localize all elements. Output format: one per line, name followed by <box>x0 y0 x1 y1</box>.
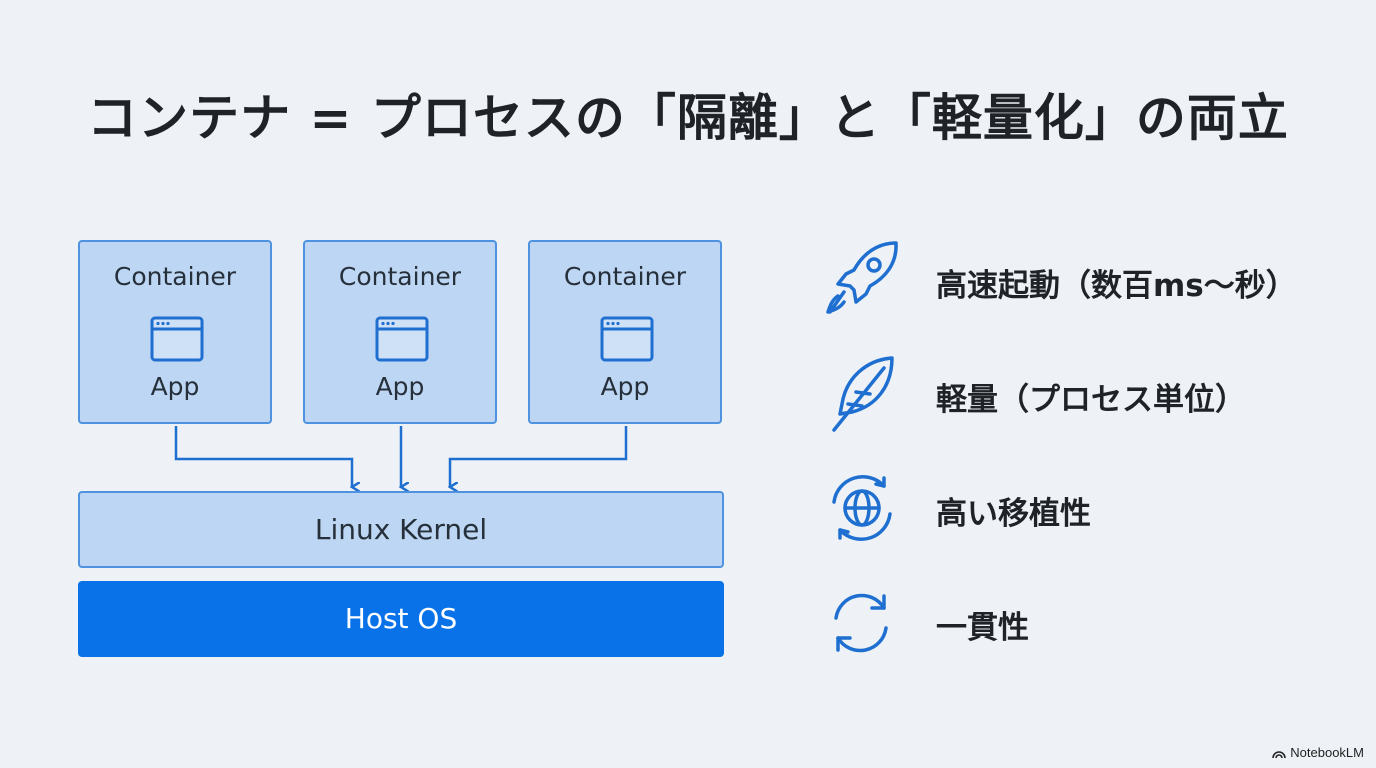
container-box-1: Container App <box>78 240 272 424</box>
app-window-icon <box>150 316 204 362</box>
feature-portability: 高い移植性 <box>936 496 1091 532</box>
arrow-left <box>174 426 352 487</box>
globe-sync-icon <box>832 475 892 541</box>
watermark: NotebookLM <box>1272 745 1364 760</box>
linux-kernel-layer: Linux Kernel <box>78 491 724 568</box>
notebooklm-logo-icon <box>1272 750 1287 758</box>
app-window-icon <box>375 316 429 362</box>
feature-fast-startup: 高速起動（数百ms〜秒） <box>936 268 1297 304</box>
container-label: Container <box>563 262 687 291</box>
container-label: Container <box>338 262 462 291</box>
container-label: Container <box>113 262 237 291</box>
watermark-text: NotebookLM <box>1290 745 1364 760</box>
feature-lightweight: 軽量（プロセス単位） <box>936 382 1246 418</box>
app-label: App <box>150 372 200 401</box>
rocket-icon <box>826 241 898 314</box>
arrow-right <box>450 426 628 487</box>
feature-consistency: 一貫性 <box>936 610 1029 646</box>
app-window-icon <box>600 316 654 362</box>
feather-icon <box>832 356 894 432</box>
container-box-2: Container App <box>303 240 497 424</box>
refresh-icon <box>834 593 888 653</box>
app-label: App <box>375 372 425 401</box>
container-box-3: Container App <box>528 240 722 424</box>
page-title: コンテナ = プロセスの「隔離」と「軽量化」の両立 <box>87 89 1289 147</box>
host-os-layer: Host OS <box>78 581 724 657</box>
app-label: App <box>600 372 650 401</box>
